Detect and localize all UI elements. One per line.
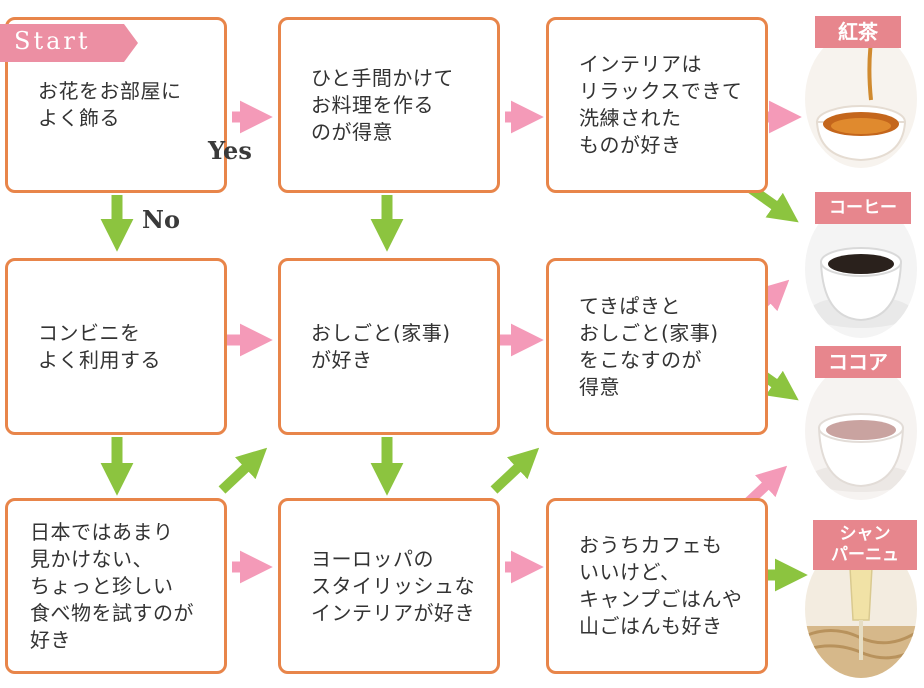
yes-label: Yes <box>208 136 252 165</box>
question-box-convenience-store: コンビニを よく利用する <box>5 258 227 435</box>
start-label: Start <box>14 27 91 55</box>
question-box-camping-food: おうちカフェも いいけど、 キャンプごはんや 山ごはんも好き <box>546 498 768 674</box>
question-box-efficient-housework: てきぱきと おしごと(家事) をこなすのが 得意 <box>546 258 768 435</box>
question-box-european-interior: ヨーロッパの スタイリッシュな インテリアが好き <box>278 498 500 674</box>
arrow-q8-q6 <box>490 447 540 494</box>
result-label-coffee: コーヒー <box>815 192 911 224</box>
tea-image <box>805 30 917 168</box>
result-label-champagne: シャン パーニュ <box>813 520 917 570</box>
question-box-housework: おしごと(家事) が好き <box>278 258 500 435</box>
arrow-q7-q5 <box>218 447 268 494</box>
question-box-rare-food: 日本ではあまり 見かけない、 ちょっと珍しい 食べ物を試すのが 好き <box>5 498 227 674</box>
result-label-tea: 紅茶 <box>815 16 901 48</box>
no-label: No <box>142 205 180 234</box>
question-box-interior-relax: インテリアは リラックスできて 洗練された ものが好き <box>546 17 768 193</box>
result-label-cocoa: ココア <box>815 346 901 378</box>
question-box-cooking: ひと手間かけて お料理を作る のが得意 <box>278 17 500 193</box>
cocoa-image <box>805 362 917 500</box>
start-tag <box>0 24 138 62</box>
